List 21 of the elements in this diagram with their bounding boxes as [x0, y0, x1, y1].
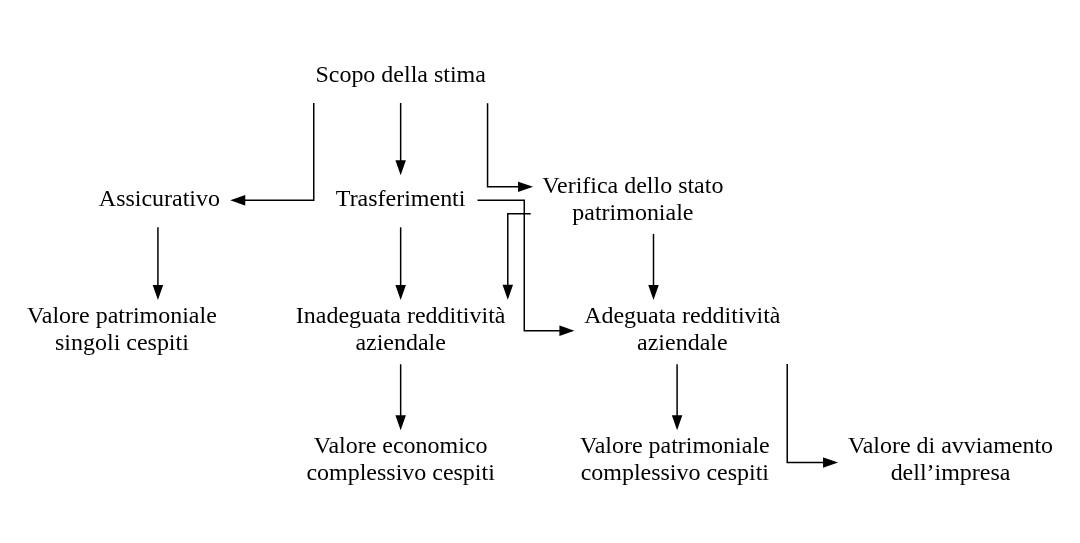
arrow	[486, 102, 534, 193]
node-text: Inadeguata redditività aziendale	[295, 301, 506, 355]
arrow	[786, 363, 839, 468]
arrow	[395, 102, 406, 176]
arrow	[502, 213, 532, 300]
arrow	[230, 102, 315, 206]
node-text: Scopo della stima	[315, 60, 486, 87]
arrow	[395, 363, 406, 431]
node-text: Valore economico complessivo cespiti	[306, 432, 495, 486]
node-text: Valore di avviamento dell’impresa	[848, 432, 1054, 486]
node-text: Adeguata redditività aziendale	[584, 301, 781, 355]
arrow	[152, 226, 164, 300]
node-text: Assicurativo	[98, 185, 220, 212]
arrow	[671, 363, 683, 431]
arrow	[395, 226, 406, 300]
node-text: Verifica dello stato patrimoniale	[542, 171, 724, 225]
arrow	[648, 233, 659, 300]
arrow	[476, 199, 575, 336]
node-text: Valore patrimoniale complessivo cespiti	[580, 432, 770, 486]
node-text: Trasferimenti	[335, 185, 466, 212]
node-text: Valore patrimoniale singoli cespiti	[27, 301, 217, 355]
